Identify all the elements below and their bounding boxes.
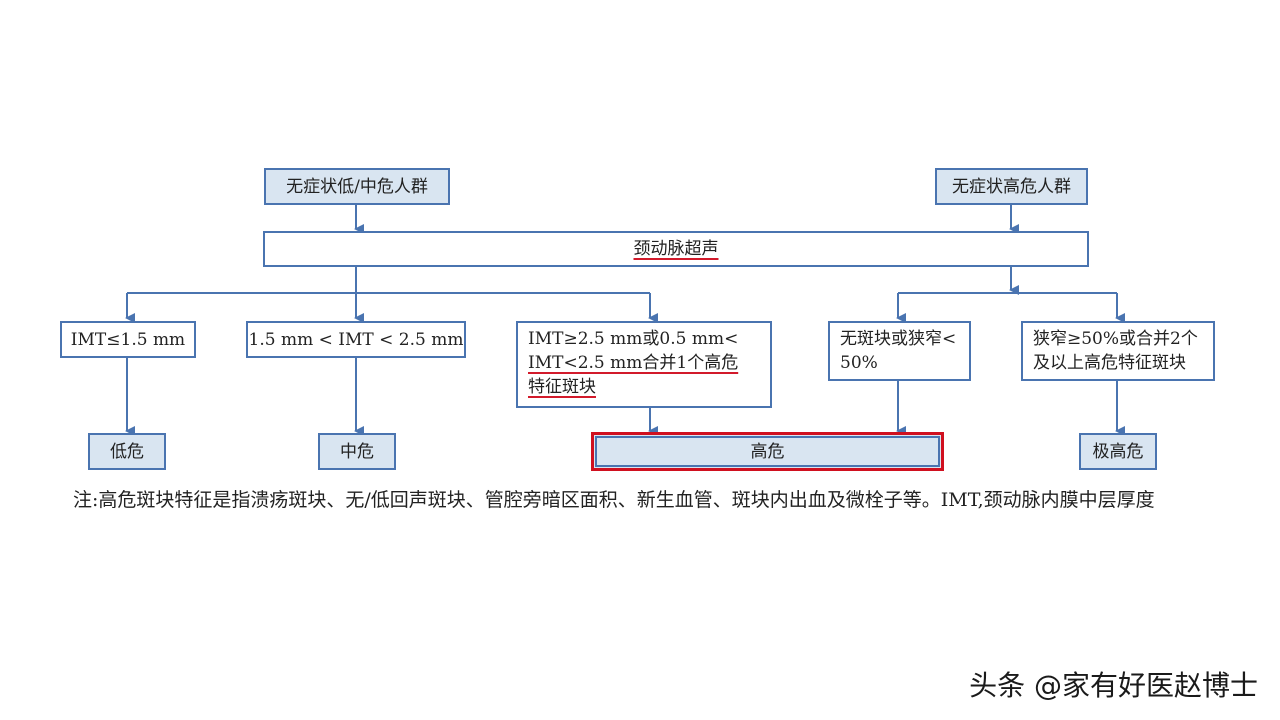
- no-plaque-box: 无斑块或狭窄< 50%: [828, 321, 971, 381]
- very-high-risk-outcome-box: 极高危: [1079, 433, 1157, 470]
- no-plaque-line1: 无斑块或狭窄<: [840, 329, 957, 349]
- imt-high-line3: 特征斑块: [528, 377, 596, 397]
- imt-mid-label: 1.5 mm < IMT < 2.5 mm: [248, 329, 464, 350]
- high-risk-group-box: 无症状高危人群: [935, 168, 1088, 205]
- low-risk-label: 低危: [110, 441, 144, 462]
- high-risk-group-label: 无症状高危人群: [952, 176, 1071, 197]
- imt-low-label: IMT≤1.5 mm: [70, 329, 186, 350]
- imt-high-line2: IMT<2.5 mm合并1个高危: [528, 353, 739, 373]
- high-risk-label: 高危: [750, 441, 785, 462]
- carotid-ultrasound-label: 颈动脉超声: [633, 239, 719, 259]
- low-mid-risk-group-box: 无症状低/中危人群: [264, 168, 450, 205]
- stenosis-line1: 狭窄≥50%或合并2个: [1033, 329, 1198, 349]
- footnote: 注:高危斑块特征是指溃疡斑块、无/低回声斑块、管腔旁暗区面积、新生血管、斑块内出…: [73, 489, 1155, 511]
- low-mid-risk-group-label: 无症状低/中危人群: [286, 176, 428, 197]
- very-high-risk-label: 极高危: [1092, 441, 1144, 462]
- low-risk-outcome-box: 低危: [88, 433, 166, 470]
- mid-risk-label: 中危: [340, 441, 374, 462]
- no-plaque-line2: 50%: [840, 353, 878, 373]
- mid-risk-outcome-box: 中危: [318, 433, 396, 470]
- watermark: 头条 @家有好医赵博士: [969, 669, 1258, 702]
- imt-high-box: IMT≥2.5 mm或0.5 mm< IMT<2.5 mm合并1个高危 特征斑块: [516, 321, 772, 408]
- imt-mid-box: 1.5 mm < IMT < 2.5 mm: [246, 321, 466, 358]
- imt-low-box: IMT≤1.5 mm: [60, 321, 196, 358]
- stenosis-line2: 及以上高危特征斑块: [1033, 353, 1186, 373]
- high-risk-outcome-box: 高危: [591, 432, 944, 471]
- carotid-ultrasound-box: 颈动脉超声: [263, 231, 1089, 267]
- imt-high-line1: IMT≥2.5 mm或0.5 mm<: [528, 329, 739, 349]
- stenosis-box: 狭窄≥50%或合并2个 及以上高危特征斑块: [1021, 321, 1215, 381]
